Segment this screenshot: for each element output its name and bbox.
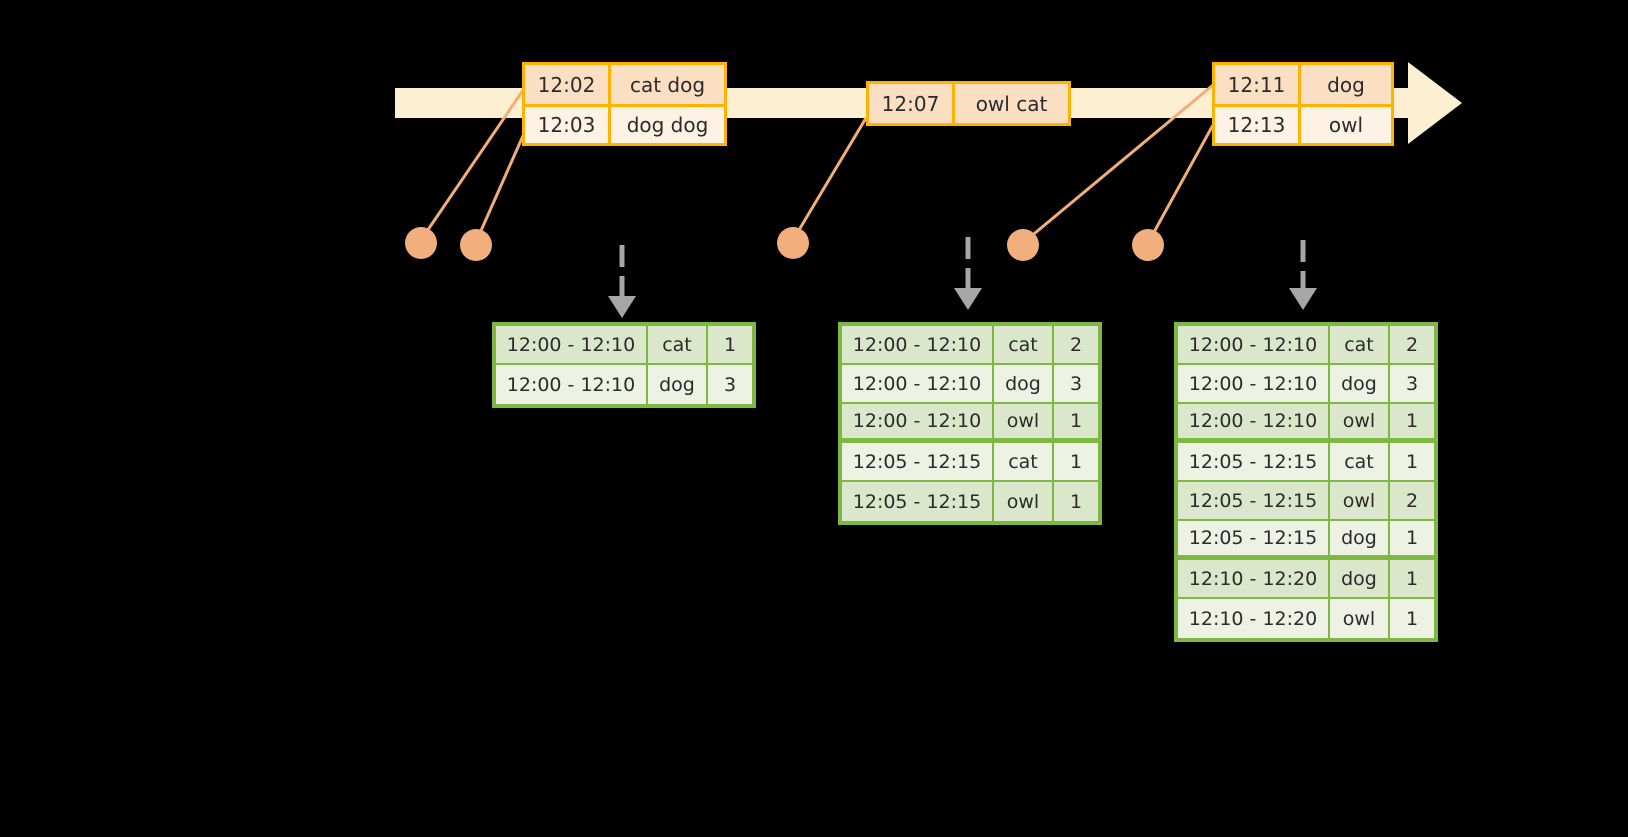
event-value: owl [1328,113,1364,137]
cell-count: 3 [708,365,752,404]
table-row[interactable]: 12:00 - 12:10 cat 2 [842,326,1098,365]
table-row[interactable]: 12:00 - 12:10 dog 3 [842,365,1098,404]
event-dot-5 [1132,229,1164,261]
cell-window: 12:00 - 12:10 [842,365,994,402]
cell-key: dog [1330,365,1390,402]
cell-key: dog [648,365,708,404]
cell-count: 1 [1390,443,1434,480]
cell-key: owl [1330,599,1390,638]
cell-count: 1 [1054,443,1098,480]
table-row[interactable]: 12:00 - 12:10 cat 1 [496,326,752,365]
cell-key: cat [1330,326,1390,363]
connector-line-3 [791,117,868,241]
connector-line-1 [419,79,532,241]
cell-window: 12:05 - 12:15 [842,443,994,480]
event-value: owl cat [975,91,1048,116]
event-value: cat dog [629,72,706,97]
cell-window: 12:00 - 12:10 [1178,326,1330,363]
dashed-arrow-head-2 [954,288,982,310]
cell-window: 12:00 - 12:10 [842,326,994,363]
cell-key: owl [994,482,1054,521]
cell-key: cat [994,326,1054,363]
cell-count: 1 [1390,521,1434,555]
cell-count: 1 [1390,599,1434,638]
dashed-arrow-head-3 [1289,288,1317,310]
cell-key: owl [1330,482,1390,519]
cell-window: 12:10 - 12:20 [1178,599,1330,638]
table-row[interactable]: 12:00 - 12:10 owl 1 [842,404,1098,443]
table-row[interactable]: 12:00 - 12:10 cat 2 [1178,326,1434,365]
event-time: 12:11 [1215,65,1301,104]
cell-window: 12:00 - 12:10 [842,404,994,438]
cell-count: 1 [1054,482,1098,521]
event-row[interactable]: 12:13 owl [1215,104,1391,143]
event-time: 12:03 [525,107,611,143]
event-row[interactable]: 12:02 cat dog [525,65,724,104]
table-row[interactable]: 12:05 - 12:15 cat 1 [1178,443,1434,482]
connector-line-5 [1146,124,1215,244]
cell-window: 12:05 - 12:15 [1178,482,1330,519]
cell-key: cat [994,443,1054,480]
table-row[interactable]: 12:10 - 12:20 owl 1 [1178,599,1434,638]
dashed-arrow-head-1 [608,296,636,318]
table-row[interactable]: 12:00 - 12:10 dog 3 [496,365,752,404]
cell-key: dog [1330,560,1390,597]
event-time: 12:02 [525,65,611,104]
event-value: dog [1327,72,1365,97]
cell-key: owl [1330,404,1390,438]
cell-count: 2 [1390,482,1434,519]
event-value: dog dog [626,113,709,137]
event-time: 12:13 [1215,107,1301,143]
cell-window: 12:05 - 12:15 [1178,521,1330,555]
cell-count: 2 [1390,326,1434,363]
cell-count: 3 [1054,365,1098,402]
event-group-2[interactable]: 12:07 owl cat [866,81,1071,126]
event-dot-2 [460,229,492,261]
cell-key: owl [994,404,1054,438]
event-group-3[interactable]: 12:11 dog 12:13 owl [1212,62,1394,146]
cell-key: dog [994,365,1054,402]
event-time: 12:07 [869,84,955,123]
table-row[interactable]: 12:00 - 12:10 owl 1 [1178,404,1434,443]
cell-window: 12:00 - 12:10 [496,365,648,404]
cell-count: 1 [1390,404,1434,438]
cell-count: 1 [1390,560,1434,597]
result-table-2[interactable]: 12:00 - 12:10 cat 2 12:00 - 12:10 dog 3 … [838,322,1102,525]
cell-window: 12:05 - 12:15 [842,482,994,521]
event-row[interactable]: 12:07 owl cat [869,84,1068,123]
cell-count: 1 [708,326,752,363]
event-row[interactable]: 12:03 dog dog [525,104,724,143]
table-row[interactable]: 12:10 - 12:20 dog 1 [1178,560,1434,599]
cell-window: 12:00 - 12:10 [1178,365,1330,402]
cell-window: 12:00 - 12:10 [1178,404,1330,438]
event-group-1[interactable]: 12:02 cat dog 12:03 dog dog [522,62,727,146]
cell-count: 1 [1054,404,1098,438]
cell-window: 12:05 - 12:15 [1178,443,1330,480]
cell-key: cat [1330,443,1390,480]
table-row[interactable]: 12:05 - 12:15 dog 1 [1178,521,1434,560]
result-table-3[interactable]: 12:00 - 12:10 cat 2 12:00 - 12:10 dog 3 … [1174,322,1438,642]
event-dot-3 [777,227,809,259]
table-row[interactable]: 12:05 - 12:15 owl 1 [842,482,1098,521]
table-row[interactable]: 12:05 - 12:15 cat 1 [842,443,1098,482]
event-dot-4 [1007,229,1039,261]
cell-key: cat [648,326,708,363]
event-row[interactable]: 12:11 dog [1215,65,1391,104]
event-dot-1 [405,227,437,259]
result-table-1[interactable]: 12:00 - 12:10 cat 1 12:00 - 12:10 dog 3 [492,322,756,408]
cell-key: dog [1330,521,1390,555]
cell-window: 12:00 - 12:10 [496,326,648,363]
cell-count: 3 [1390,365,1434,402]
cell-count: 2 [1054,326,1098,363]
table-row[interactable]: 12:05 - 12:15 owl 2 [1178,482,1434,521]
table-row[interactable]: 12:00 - 12:10 dog 3 [1178,365,1434,404]
cell-window: 12:10 - 12:20 [1178,560,1330,597]
